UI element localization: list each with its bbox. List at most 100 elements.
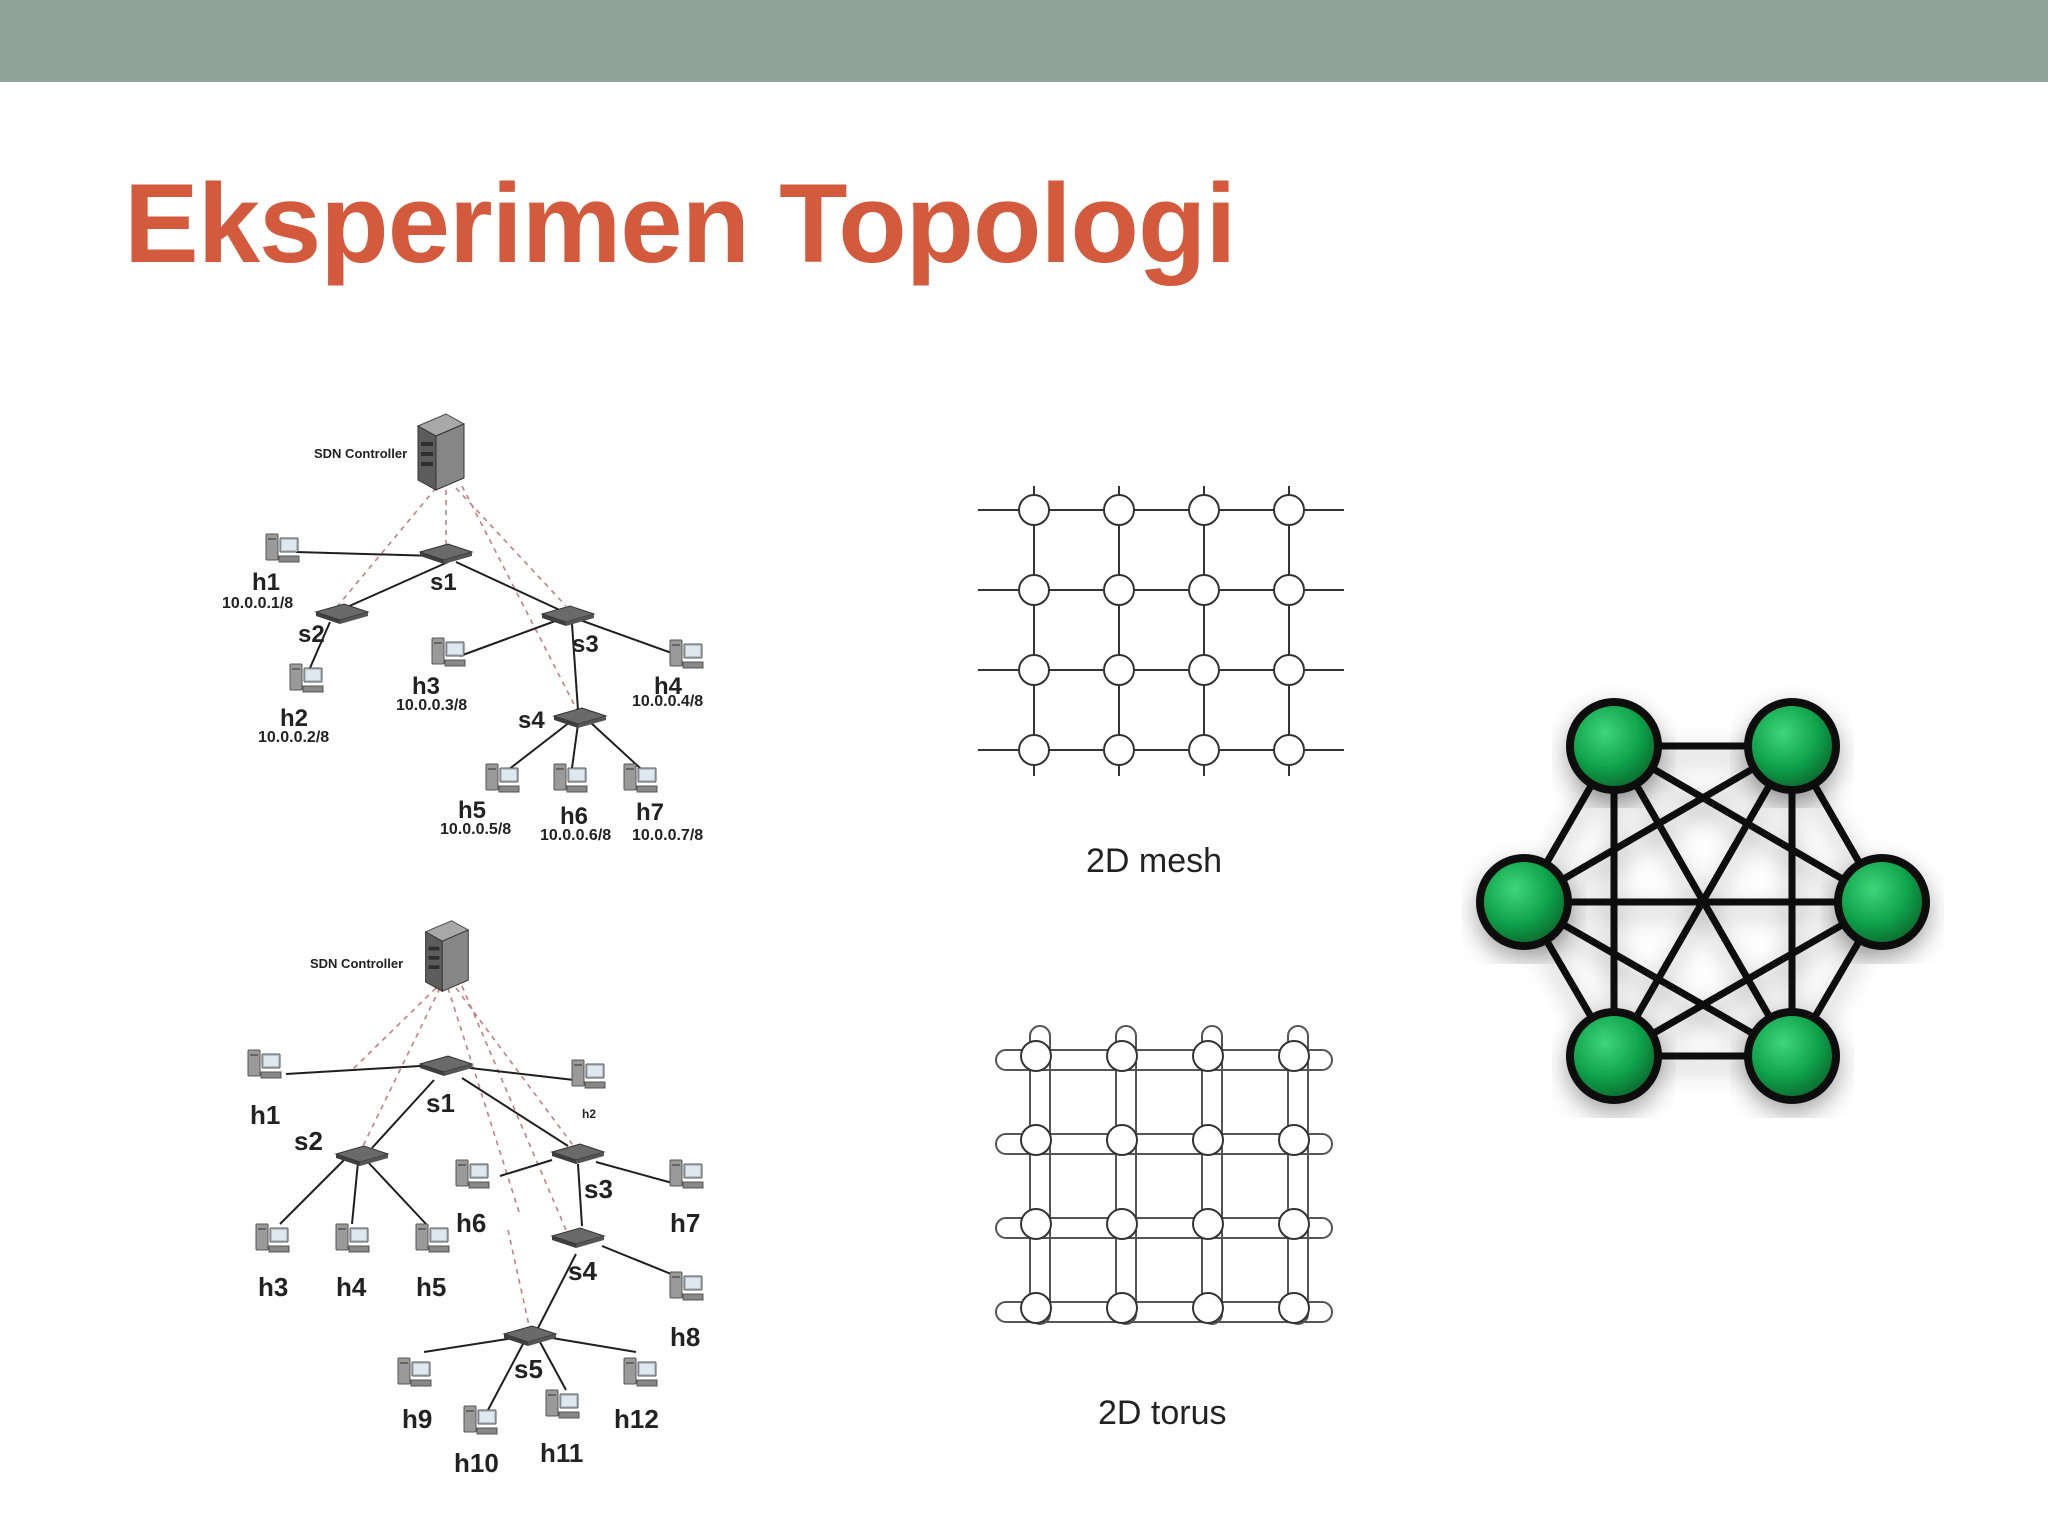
host-label: h7 [636,799,664,826]
host-label: h3 [258,1272,288,1302]
torus-node [1192,1124,1224,1156]
torus-node [1106,1208,1138,1240]
fc-node [1566,698,1662,794]
host-ip: 10.0.0.1/8 [222,595,293,612]
host-pc-icon [623,1357,658,1387]
mesh-node [1188,654,1220,686]
large-tree-topology: SDN Controller s1 s2 s3 s4 s5 h1 h2 h3 h… [247,920,704,1478]
mesh-node [1273,494,1305,526]
torus-node [1106,1292,1138,1324]
host-ip: 10.0.0.3/8 [396,697,467,714]
fc-nodes [1476,698,1930,1104]
host-pc-icon [265,533,300,563]
host-pc-icon [255,1223,290,1253]
host-label: h12 [614,1404,659,1434]
switch-label: s3 [572,631,599,658]
controller-server-icon [425,920,469,992]
top-bar [0,0,2048,82]
host-pc-icon [669,1271,704,1301]
torus-nodes [1020,1040,1310,1324]
switch-icon [551,1227,605,1249]
switch-icon [553,707,607,729]
host-pc-icon [455,1159,490,1189]
mesh-2d: 2D mesh [978,486,1344,880]
switch-label: s5 [514,1354,543,1384]
host-label: h2 [280,705,308,732]
torus-links [995,1025,1333,1325]
fc-edge [1520,898,1796,1060]
switch-icon [419,543,473,565]
torus-row-loop [995,1133,1333,1155]
fc-edge [1520,742,1796,906]
host-ip: 10.0.0.4/8 [632,693,703,710]
fc-node [1834,854,1930,950]
host-label: h10 [454,1448,499,1478]
host-label: h9 [402,1404,432,1434]
host-pc-icon [545,1389,580,1419]
host-pc-icon [669,639,704,669]
mesh-node [1018,654,1050,686]
torus-node [1278,1040,1310,1072]
host-ip: 10.0.0.5/8 [440,821,511,838]
host-pc-icon [289,663,324,693]
host-pc-icon [553,763,588,793]
torus-2d: 2D torus [995,1025,1333,1432]
controller-label: SDN Controller [314,446,407,461]
host-label: h4 [336,1272,367,1302]
host-ip: 10.0.0.7/8 [632,827,703,844]
mesh-node [1273,654,1305,686]
torus-node [1020,1124,1052,1156]
torus-node [1278,1292,1310,1324]
fc-edges [1520,742,1886,1060]
host-pc-icon [463,1405,498,1435]
host-label: h2 [582,1107,596,1121]
mesh-links [978,486,1344,776]
host-pc-icon [571,1059,606,1089]
mesh-node [1103,574,1135,606]
host-label: h4 [654,673,683,700]
mesh-node [1018,734,1050,766]
tree-topology: SDN Controller s1 s2 s3 s4 h1 10.0.0.1/8… [222,413,704,844]
host-label: h1 [252,569,280,596]
torus-row-loop [995,1049,1333,1071]
switch-icon [551,1143,605,1165]
fc-node [1744,1008,1840,1104]
switch-label: s2 [294,1126,323,1156]
host-label: h1 [250,1100,280,1130]
torus-node [1020,1208,1052,1240]
mesh-node [1103,494,1135,526]
host-pc-icon [669,1159,704,1189]
torus-node [1020,1040,1052,1072]
controller-label: SDN Controller [310,956,403,971]
host-pc-icon [397,1357,432,1387]
switch-label: s1 [426,1088,455,1118]
switch-label: s1 [430,569,457,596]
host-ip: 10.0.0.2/8 [258,729,329,746]
host-label: h8 [670,1322,700,1352]
torus-node [1106,1040,1138,1072]
torus-node [1278,1208,1310,1240]
mesh-node [1018,494,1050,526]
switch-icon [335,1145,389,1167]
torus-row-loop [995,1301,1333,1323]
switch-icon [503,1325,557,1347]
torus-node [1278,1124,1310,1156]
torus-node [1192,1208,1224,1240]
host-label: h11 [540,1438,583,1468]
mesh-node [1273,734,1305,766]
controller-server-icon [417,413,465,491]
torus-node [1192,1040,1224,1072]
mesh-caption: 2D mesh [1086,842,1222,880]
mesh-node [1188,734,1220,766]
host-pc-icon [485,763,520,793]
fc-node [1566,1008,1662,1104]
host-pc-icon [247,1049,282,1079]
switch-label: s4 [518,707,545,734]
fc-node [1744,698,1840,794]
host-label: h7 [670,1208,700,1238]
mesh-node [1188,494,1220,526]
mesh-node [1103,654,1135,686]
switch-label: s2 [298,621,325,648]
torus-caption: 2D torus [1098,1394,1227,1432]
host-pc-icon [431,637,466,667]
